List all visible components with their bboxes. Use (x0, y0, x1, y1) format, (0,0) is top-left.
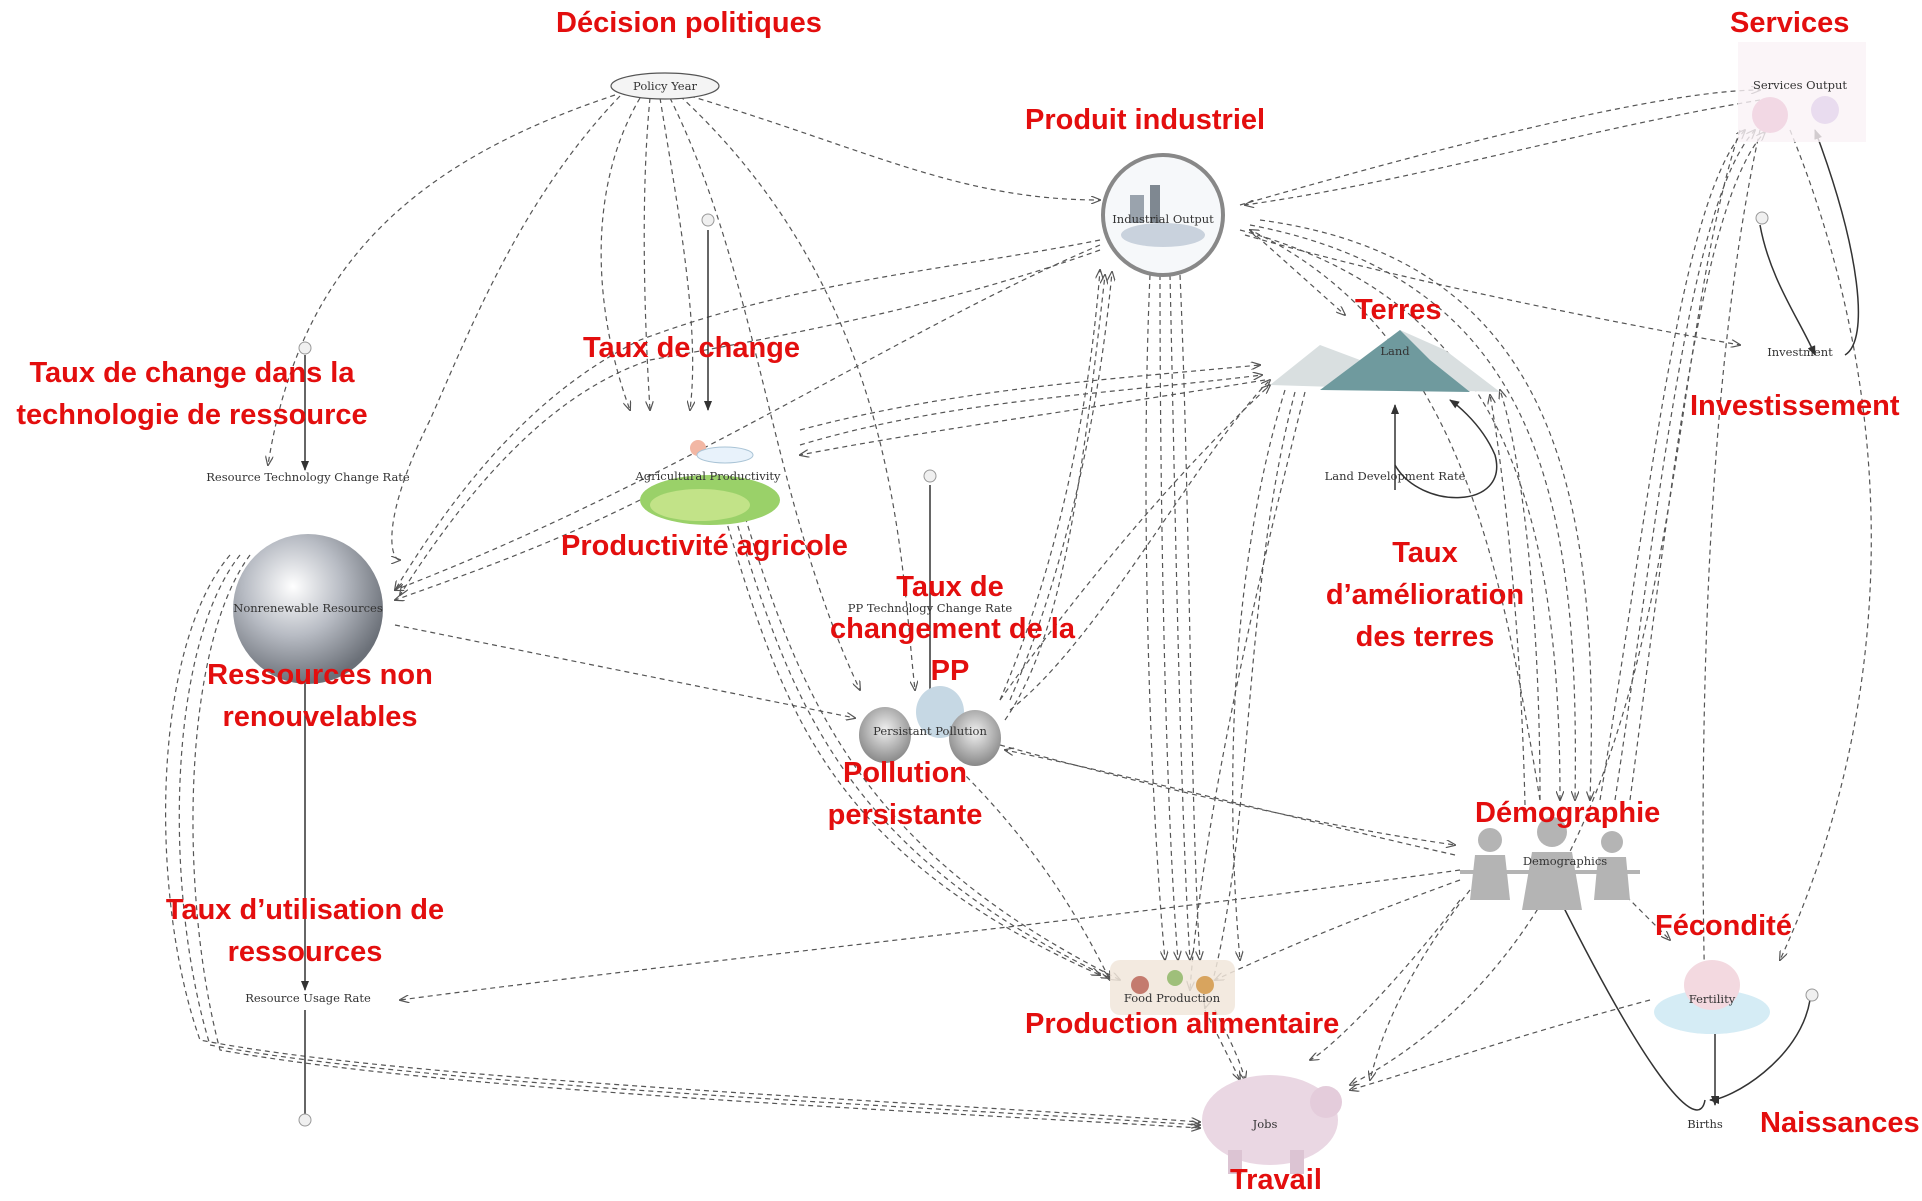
node-label: Land (1380, 344, 1410, 358)
node-demographics[interactable]: Demographics (1460, 817, 1640, 910)
label-taux-utilisation-ressources: Taux d’utilisation de ressources (145, 889, 465, 973)
label-taux-technologie-ressource: Taux de change dans la technologie de re… (12, 352, 372, 436)
node-nonrenewable-resources[interactable]: Nonrenewable Resources (233, 534, 383, 684)
node-label: Resource Technology Change Rate (206, 470, 410, 484)
node-services-output[interactable]: Services Output (1738, 42, 1866, 142)
node-land[interactable]: Land (1270, 330, 1500, 392)
node-agricultural-productivity[interactable]: Agricultural Productivity (634, 440, 781, 525)
solid-edges (301, 129, 1860, 1115)
node-label: Land Development Rate (1325, 469, 1466, 483)
source-icon (701, 213, 715, 227)
label-line: Taux (1392, 537, 1458, 569)
label-line: changement de la (830, 613, 1075, 645)
label-productivite-agricole: Productivité agricole (561, 530, 848, 562)
node-investment[interactable]: Investment (1767, 345, 1833, 359)
label-investissement: Investissement (1690, 390, 1900, 422)
edges (165, 90, 1872, 1128)
label-line: Taux de (896, 571, 1004, 603)
label-line: Taux de change dans la (29, 357, 355, 389)
label-travail: Travail (1230, 1164, 1322, 1196)
node-label: Investment (1767, 345, 1833, 359)
label-line: d’amélioration (1325, 579, 1525, 611)
sink-icon (298, 1113, 312, 1127)
node-births[interactable]: Births (1687, 1117, 1723, 1131)
node-persistent-pollution[interactable]: Persistant Pollution (859, 686, 1001, 766)
label-naissances: Naissances (1760, 1107, 1920, 1139)
source-icon (923, 469, 937, 483)
node-resource-technology-change-rate[interactable]: Resource Technology Change Rate (206, 470, 410, 484)
node-fertility[interactable]: Fertility (1654, 960, 1770, 1034)
label-line: technologie de ressource (16, 399, 368, 431)
label-taux-amelioration-terres: Taux d’amélioration des terres (1320, 532, 1530, 658)
node-label: Agricultural Productivity (634, 469, 781, 483)
label-terres: Terres (1355, 294, 1442, 326)
node-label: Births (1687, 1117, 1723, 1131)
node-jobs[interactable]: Jobs (1202, 1075, 1342, 1174)
node-land-development-rate[interactable]: Land Development Rate (1325, 469, 1466, 483)
label-services: Services (1730, 7, 1850, 39)
node-label: Fertility (1689, 992, 1736, 1006)
node-label: Resource Usage Rate (245, 991, 371, 1005)
label-produit-industriel: Produit industriel (1025, 104, 1266, 136)
source-markers (298, 211, 1819, 1127)
node-food-production[interactable]: Food Production (1110, 960, 1235, 1015)
node-label: Persistant Pollution (873, 724, 987, 738)
node-label: Food Production (1124, 991, 1221, 1005)
node-industrial-output[interactable]: Industrial Output (1101, 153, 1225, 277)
node-label: Demographics (1523, 854, 1607, 868)
label-taux-de-change: Taux de change (583, 332, 801, 364)
label-taux-changement-pp: Taux de changement de la PP (830, 566, 1075, 692)
label-line: des terres (1355, 621, 1495, 653)
label-line: Taux d’utilisation de (165, 894, 445, 926)
label-line: ressources (227, 936, 383, 968)
label-fecondite: Fécondité (1655, 910, 1792, 942)
node-policy-year[interactable]: Policy Year (610, 72, 720, 100)
label-line: persistante (827, 799, 983, 831)
node-label: Services Output (1753, 78, 1847, 92)
label-ressources-non-renouvelables: Ressources non renouvelables (200, 654, 440, 738)
node-label: Industrial Output (1112, 212, 1214, 226)
node-label: PP Technology Change Rate (848, 601, 1013, 615)
source-icon (1805, 988, 1819, 1002)
label-production-alimentaire: Production alimentaire (1025, 1008, 1340, 1040)
label-line: PP (930, 655, 970, 687)
label-line: Pollution (842, 757, 968, 789)
node-resource-usage-rate[interactable]: Resource Usage Rate (245, 991, 371, 1005)
label-line: renouvelables (222, 701, 418, 733)
node-pp-technology-change-rate[interactable]: PP Technology Change Rate (848, 601, 1013, 615)
label-pollution-persistante: Pollution persistante (820, 752, 990, 836)
label-line: Ressources non (207, 659, 433, 691)
source-icon (298, 341, 312, 355)
source-icon (1755, 211, 1769, 225)
label-decision-politiques: Décision politiques (556, 7, 822, 39)
node-label: Policy Year (633, 79, 697, 93)
label-demographie: Démographie (1475, 797, 1661, 829)
node-label: Jobs (1252, 1117, 1278, 1131)
node-label: Nonrenewable Resources (233, 601, 383, 615)
